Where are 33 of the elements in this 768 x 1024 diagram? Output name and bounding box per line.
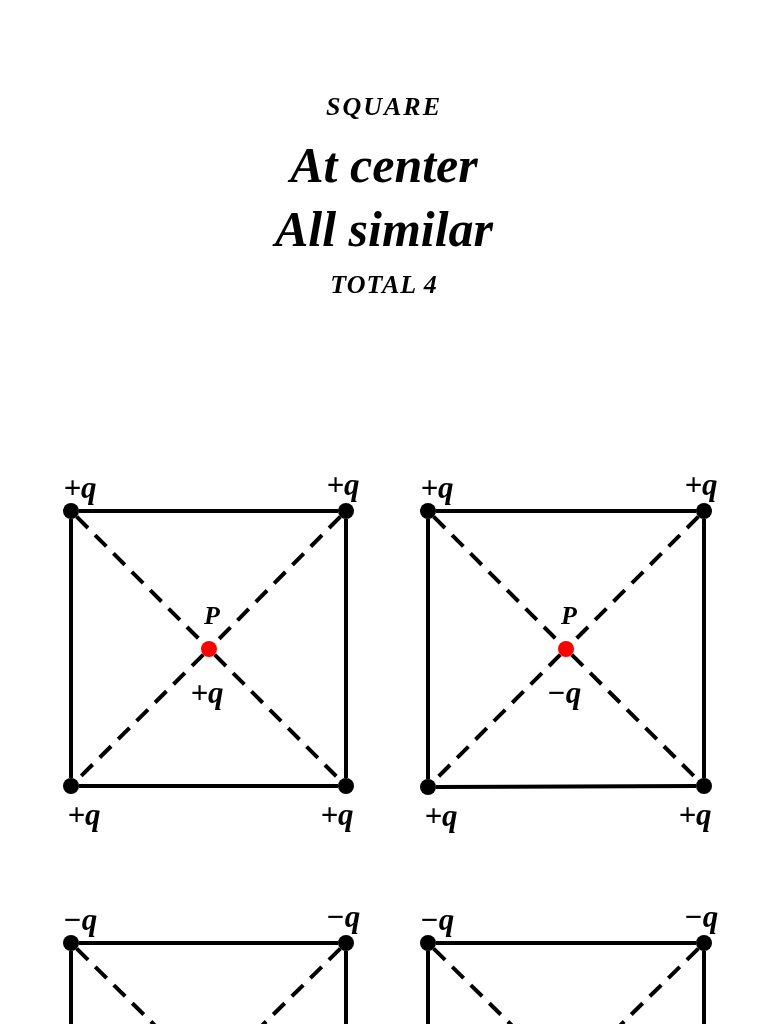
charge-label: −q — [62, 903, 98, 935]
side-line — [69, 951, 73, 1024]
charge-label: −q — [683, 900, 719, 932]
side-line — [426, 519, 430, 779]
charge-label: +q — [420, 471, 454, 503]
charge-label: +q — [678, 798, 712, 830]
point-label: P — [204, 603, 220, 629]
title: SQUARE — [325, 92, 442, 122]
subheading-text: TOTAL 4 — [330, 270, 438, 300]
charge-label: +q — [684, 468, 718, 500]
side-line — [702, 951, 706, 1024]
side-line — [436, 784, 696, 789]
side-line — [69, 519, 73, 778]
side-line — [79, 509, 338, 513]
charge-label: +q — [424, 799, 458, 831]
point-label: P — [561, 603, 577, 629]
charge-label: +q — [67, 798, 101, 830]
heading-text: All similar — [274, 201, 494, 257]
side-line — [436, 941, 696, 945]
charge-label: +q — [326, 468, 360, 500]
charge-label: −q — [546, 676, 582, 708]
charge-label: +q — [320, 798, 354, 830]
side-line — [79, 784, 338, 788]
side-line — [702, 519, 706, 778]
side-line — [436, 509, 696, 513]
charge-label: −q — [325, 900, 361, 932]
side-line — [344, 951, 348, 1024]
side-line — [426, 951, 430, 1024]
charge-label: −q — [419, 903, 455, 935]
side-line — [79, 941, 338, 945]
side-line — [344, 519, 348, 778]
charge-label: +q — [63, 471, 97, 503]
charge-label: +q — [190, 676, 224, 708]
